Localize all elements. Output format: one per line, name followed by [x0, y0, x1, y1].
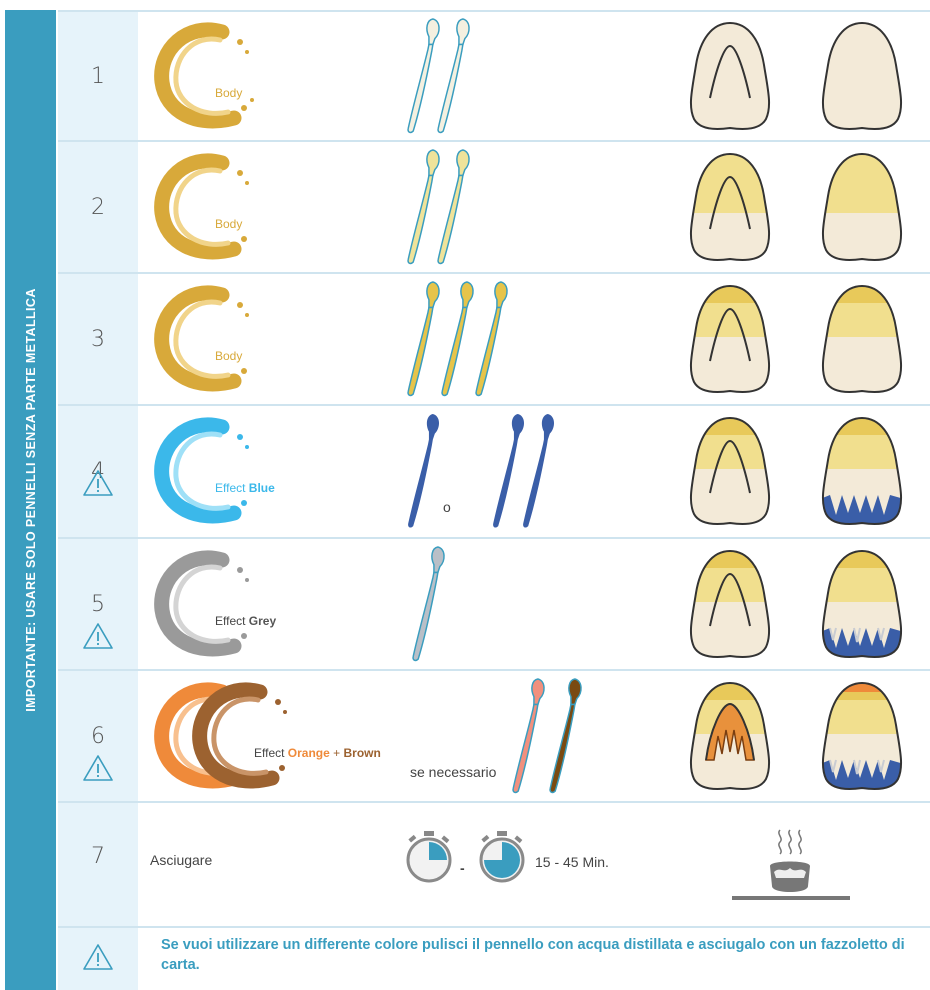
- brush-group: [412, 546, 445, 662]
- paint-swirl-icon: [154, 550, 249, 657]
- brush-group: [407, 149, 470, 265]
- divider: [58, 801, 930, 803]
- tooth-icon: [688, 680, 772, 794]
- step-row-4: 4 Effect Blue o: [0, 407, 930, 537]
- stopwatch-icon: [406, 831, 452, 883]
- tooth-icon: [820, 151, 904, 265]
- brush-group: [512, 678, 582, 794]
- color-label: Body: [215, 86, 242, 100]
- brush-icon: [493, 413, 525, 528]
- brush-icon: [437, 18, 470, 134]
- color-name-2: Brown: [343, 746, 381, 760]
- divider: [58, 537, 930, 539]
- divider: [58, 404, 930, 406]
- warning-icon: [82, 943, 114, 971]
- brush-icon: [407, 149, 440, 265]
- step-number: 3: [91, 327, 105, 352]
- footnote-text: Se vuoi utilizzare un differente colore …: [161, 937, 905, 973]
- color-name: Blue: [248, 481, 275, 495]
- color-name: Body: [215, 349, 243, 363]
- step-number: 2: [91, 195, 105, 220]
- brush-group: [408, 413, 555, 528]
- step-row-3: 3 Body: [0, 275, 930, 405]
- brush-icon: [407, 281, 440, 397]
- range-dash: -: [460, 860, 465, 876]
- brush-icon: [523, 413, 555, 528]
- color-label: Body: [215, 349, 242, 363]
- step-row-5: 5 Effect Grey: [0, 540, 930, 670]
- brush-icon: [437, 149, 470, 265]
- brush-icon: [408, 413, 440, 528]
- paint-swirl-icon: [154, 682, 287, 789]
- warning-icon: [82, 469, 114, 497]
- divider: [58, 10, 930, 12]
- divider: [58, 272, 930, 274]
- brush-icon: [441, 281, 474, 397]
- color-name: Grey: [248, 614, 277, 628]
- color-word: Effect: [215, 614, 249, 628]
- color-label: Effect Grey: [215, 614, 276, 628]
- warning-icon: [82, 622, 114, 650]
- paint-swirl-icon: [154, 417, 249, 524]
- tooth-icon: [688, 151, 772, 265]
- plus-sign: +: [333, 746, 341, 760]
- step-number: 5: [91, 592, 105, 617]
- stopwatch-icon: [479, 831, 525, 883]
- step-row-1: 1 Body: [0, 12, 930, 142]
- brush-icon: [512, 678, 545, 794]
- step-row-7: 7 Asciugare - 15 - 45 Min.: [0, 804, 930, 924]
- paint-swirl-icon: [154, 153, 249, 260]
- brush-icon: [407, 18, 440, 134]
- step-label: Asciugare: [150, 852, 213, 868]
- tooth-icon: [820, 283, 904, 397]
- color-word: Effect: [215, 481, 249, 495]
- step-number: 7: [91, 844, 105, 869]
- color-name: Body: [215, 217, 243, 231]
- step-row-6: 6 Effect Orange + Brown se necessario: [0, 672, 930, 802]
- brush-group: [407, 281, 508, 397]
- tooth-icon: [688, 283, 772, 397]
- step-number-column: [58, 10, 138, 990]
- brush-icon: [549, 678, 582, 794]
- color-label: Body: [215, 217, 242, 231]
- step-row-2: 2 Body: [0, 143, 930, 273]
- color-label: Effect Orange + Brown: [254, 746, 381, 760]
- tooth-icon: [688, 415, 772, 529]
- paint-swirl-icon: [154, 22, 254, 129]
- brush-group: [407, 18, 470, 134]
- if-needed-note: se necessario: [410, 764, 497, 780]
- tooth-icon: [820, 415, 904, 529]
- tooth-icon: [820, 20, 904, 134]
- or-connector: o: [443, 499, 451, 515]
- tooth-icon: [688, 548, 772, 662]
- step-number: 6: [91, 724, 105, 749]
- color-name: Body: [215, 86, 243, 100]
- warning-icon: [82, 754, 114, 782]
- color-name: Orange: [287, 746, 330, 760]
- divider: [58, 926, 930, 928]
- drying-time: 15 - 45 Min.: [535, 854, 609, 870]
- tooth-icon: [688, 20, 772, 134]
- divider: [58, 140, 930, 142]
- paint-swirl-icon: [154, 285, 249, 392]
- steaming-cup-icon: [732, 829, 850, 900]
- color-label: Effect Blue: [215, 481, 275, 495]
- divider: [58, 669, 930, 671]
- brush-icon: [475, 281, 508, 397]
- tooth-icon: [820, 548, 904, 662]
- tooth-icon: [820, 680, 904, 794]
- color-word: Effect: [254, 746, 288, 760]
- sidebar-banner: IMPORTANTE: USARE SOLO PENNELLI SENZA PA…: [5, 10, 56, 990]
- step-number: 1: [91, 64, 105, 89]
- brush-icon: [412, 546, 445, 662]
